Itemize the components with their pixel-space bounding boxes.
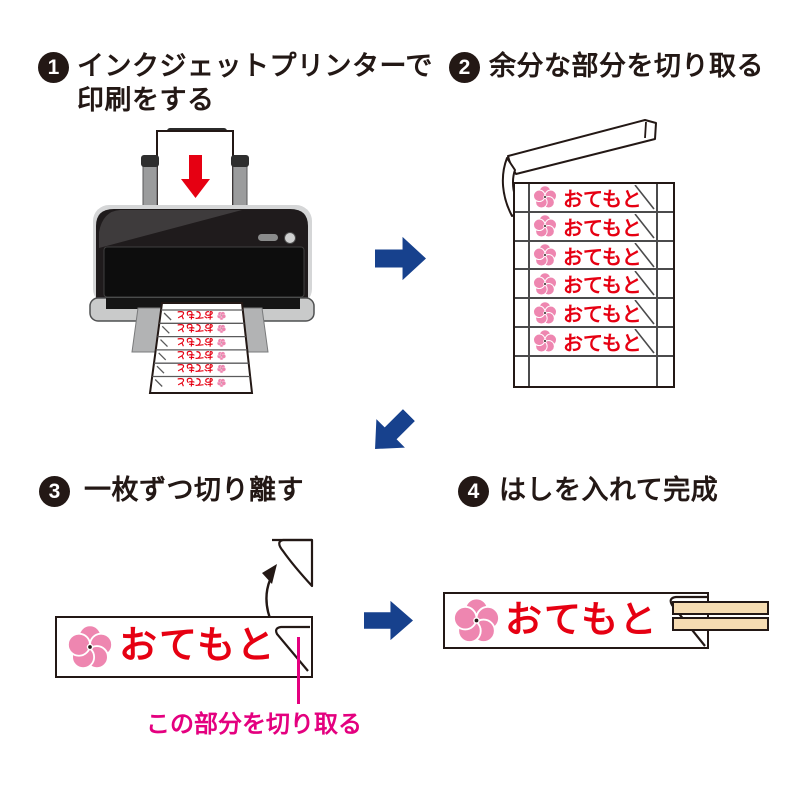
step-4-number: 4 (467, 480, 480, 503)
blue-flow-arrow-icon-diagonal (360, 400, 424, 464)
sheet-label-text: おてもと (563, 304, 642, 327)
step-1-badge: 1 (38, 52, 69, 83)
blue-flow-arrow-icon-right-1 (375, 236, 426, 281)
printed-label-row: おてもと (155, 362, 247, 375)
step-3-title-line1: 一枚ずつ切り離す (84, 475, 304, 505)
printer-output-labels: おてもと おてもと おてもと おてもと おてもと おてもと (155, 309, 247, 389)
red-down-arrow-icon (181, 155, 210, 198)
plum-blossom-icon (453, 597, 500, 644)
corner-cut-mark (634, 242, 655, 268)
plum-blossom-icon (533, 214, 557, 238)
cut-off-corner-piece (272, 538, 314, 588)
plum-blossom-icon (216, 311, 226, 321)
sheet-label-text: おてもと (563, 275, 642, 298)
step-1-number: 1 (47, 56, 60, 79)
label-sheet: おてもと おてもと おてもと おてもと (513, 182, 675, 388)
step-2-number: 2 (458, 56, 471, 79)
sheet-label-text: おてもと (563, 217, 642, 240)
step-4-badge: 4 (458, 476, 489, 507)
step-3-badge: 3 (39, 476, 70, 507)
printer-button (258, 234, 278, 241)
annotation-pointer-line (297, 637, 300, 704)
plum-blossom-icon (216, 351, 226, 361)
corner-cut-mark (634, 213, 655, 239)
printed-label-text: おてもと (176, 375, 214, 387)
sheet-label-row: おてもと (515, 184, 673, 213)
plum-blossom-icon (216, 377, 226, 387)
step-4-title-line1: はしを入れて完成 (499, 475, 719, 505)
blue-flow-arrow-icon-right-2 (364, 600, 413, 641)
corner-cut-mark (634, 185, 655, 210)
sheet-right-margin-line (656, 184, 658, 386)
step-3-number: 3 (48, 480, 61, 503)
single-label-strip: おてもと (55, 616, 313, 678)
printer-body (93, 205, 312, 305)
printed-label-row: おてもと (155, 375, 247, 389)
printed-label-row: おてもと (155, 335, 247, 349)
printed-label-row: おてもと (155, 309, 247, 322)
step-2-title-line1: 余分な部分を切り取る (489, 51, 764, 81)
printed-label-text: おてもと (176, 335, 214, 347)
plum-blossom-icon (533, 300, 557, 325)
plum-blossom-icon (67, 624, 113, 670)
sleeve-label-text: おてもと (505, 599, 659, 640)
step-1-title-line1: インクジェットプリンターで (77, 51, 433, 81)
sheet-label-text: おてもと (563, 246, 642, 269)
printer-indicator-light (284, 232, 296, 244)
finished-chopstick-sleeve: おてもと (443, 592, 709, 649)
sheet-label-row: おてもと (515, 270, 673, 300)
inkjet-printer-illustration (89, 128, 315, 394)
strip-label-text: おてもと (119, 625, 277, 667)
sheet-label-text: おてもと (563, 188, 642, 211)
sheet-label-text: おてもと (563, 332, 642, 355)
step-2-badge: 2 (449, 52, 480, 83)
step-3-title: 一枚ずつ切り離す (84, 475, 304, 506)
corner-cut-mark (634, 271, 655, 296)
printed-sheet (148, 302, 254, 394)
sheet-rows: おてもと おてもと おてもと おてもと (515, 184, 673, 357)
annotation-text: この部分を切り取る (146, 711, 362, 738)
sheet-label-row: おてもと (515, 242, 673, 271)
chopstick-upper (672, 601, 769, 615)
printed-label-row: おてもと (155, 349, 247, 362)
plum-blossom-icon (533, 329, 557, 353)
plum-blossom-icon (216, 338, 226, 347)
corner-cut-mark (634, 328, 655, 354)
plum-blossom-icon (533, 243, 557, 267)
sheet-label-row: おてもと (515, 328, 673, 357)
step-2-title: 余分な部分を切り取る (489, 51, 764, 82)
plum-blossom-icon (216, 364, 226, 374)
torn-top-strip (507, 119, 657, 175)
step-1-title-line2: 印刷をする (77, 85, 215, 115)
corner-cut-mark (634, 300, 655, 325)
printed-label-text: おてもと (176, 361, 214, 373)
printed-label-text: おてもと (176, 321, 214, 333)
plum-blossom-icon (216, 324, 226, 334)
sleeve-notch-cut-line (669, 595, 707, 647)
printed-label-text: おてもと (176, 348, 214, 360)
sheet-left-margin-line (528, 184, 530, 386)
plum-blossom-icon (533, 272, 557, 296)
step-1-title: インクジェットプリンターで 印刷をする (77, 49, 433, 117)
paper-guides (141, 155, 249, 213)
sheet-label-row: おてもと (515, 213, 673, 242)
plum-blossom-icon (533, 185, 557, 209)
chopstick-lower (672, 617, 769, 631)
strip-notch-cut-line (275, 625, 310, 672)
printed-label-text: おてもと (176, 308, 214, 320)
printed-label-row: おてもと (155, 322, 247, 335)
sheet-label-row: おてもと (515, 299, 673, 328)
step-4-title: はしを入れて完成 (499, 475, 718, 506)
